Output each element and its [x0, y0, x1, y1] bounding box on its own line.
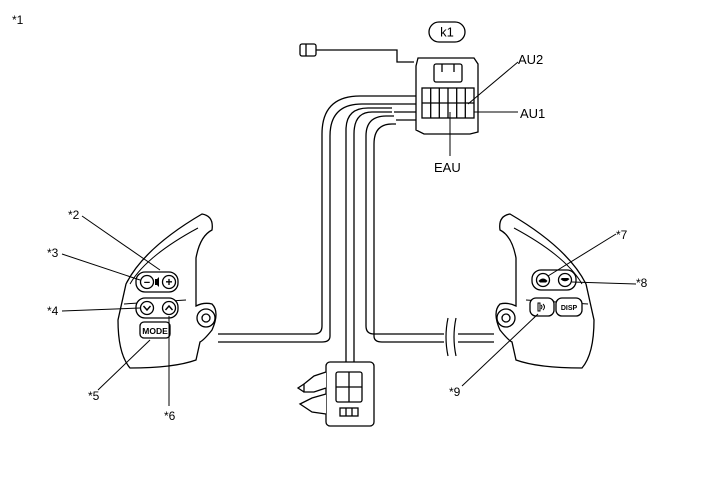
left-steering-switch: − + — [117, 213, 217, 369]
terminal-au2: AU2 — [518, 52, 543, 67]
right-steering-switch — [495, 213, 595, 369]
lead-plug — [299, 43, 317, 57]
callout-3: *3 — [47, 246, 59, 260]
disp-button-label: DISP — [561, 305, 578, 312]
volume-minus-symbol: − — [144, 277, 150, 289]
mode-button-label: MODE — [142, 326, 168, 336]
disp-button — [555, 297, 583, 317]
callout-2: *2 — [68, 208, 80, 222]
speaker-icon — [155, 277, 159, 287]
callout-7: *7 — [616, 228, 628, 242]
connector-code-badge: k1 — [428, 21, 466, 43]
bottom-connector — [296, 361, 375, 427]
seek-down-button — [139, 300, 155, 316]
chevron-down-icon — [142, 305, 152, 312]
terminal-eau: EAU — [434, 160, 461, 175]
volume-plus-button — [161, 274, 177, 290]
callout-6: *6 — [164, 409, 176, 423]
wire-harness — [218, 95, 494, 362]
callout-leaders — [61, 215, 637, 406]
connector-k1 — [299, 43, 479, 135]
wire-break-mark — [444, 317, 458, 357]
callout-5: *5 — [88, 389, 100, 403]
figure-id: *1 — [12, 13, 24, 27]
mode-button — [139, 321, 171, 339]
terminal-leaders — [449, 61, 519, 156]
chevron-up-icon — [164, 304, 174, 311]
terminal-au1: AU1 — [520, 106, 545, 121]
callout-4: *4 — [47, 304, 59, 318]
volume-minus-button — [139, 274, 155, 290]
voice-icon — [537, 302, 545, 312]
connector-code: k1 — [440, 25, 454, 40]
phone-hangup-icon — [560, 278, 570, 282]
connector-latch — [433, 63, 463, 83]
volume-plus-symbol: + — [165, 275, 172, 289]
callout-9: *9 — [449, 385, 461, 399]
phone-icon — [538, 278, 548, 283]
callout-8: *8 — [636, 276, 648, 290]
seek-up-button — [161, 300, 177, 316]
